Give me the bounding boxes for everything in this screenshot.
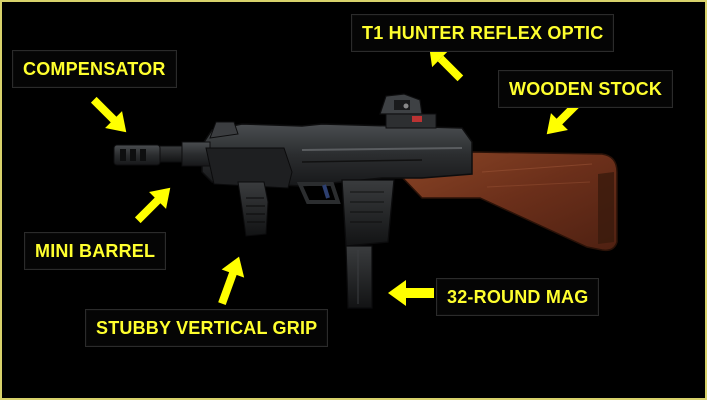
compensator-part — [113, 144, 161, 166]
arrow-icon-magazine — [388, 280, 434, 306]
arrow-icon-optic — [429, 47, 464, 82]
label-optic: T1 HUNTER REFLEX OPTIC — [351, 14, 615, 52]
smg-weapon — [113, 93, 618, 309]
label-stock: WOODEN STOCK — [498, 70, 674, 108]
arrow-icon-compensator — [90, 96, 127, 133]
label-magazine: 32-ROUND MAG — [436, 278, 600, 316]
vertical-grip-part — [237, 181, 269, 237]
arrow-icon-barrel — [134, 187, 171, 224]
label-underbarrel: STUBBY VERTICAL GRIP — [85, 309, 329, 347]
reflex-optic-part — [379, 93, 437, 129]
pointer-arrows — [90, 47, 583, 306]
magazine-part — [345, 245, 373, 309]
label-compensator: COMPENSATOR — [12, 50, 177, 88]
arrow-icon-grip — [218, 256, 245, 306]
wooden-stock-part — [395, 151, 618, 252]
label-barrel: MINI BARREL — [24, 232, 167, 270]
